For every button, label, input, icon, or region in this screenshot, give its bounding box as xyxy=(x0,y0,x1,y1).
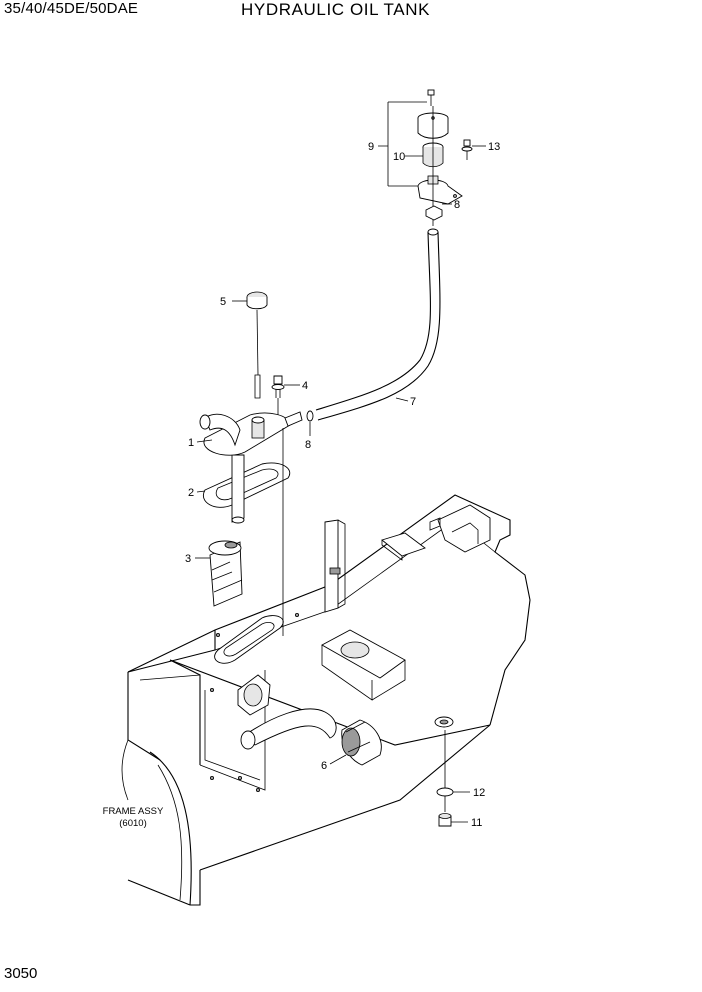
page-title: HYDRAULIC OIL TANK xyxy=(241,0,431,19)
upright-bracket xyxy=(324,519,346,613)
callout-11: 12 xyxy=(473,787,485,799)
part-5-strainer xyxy=(341,719,382,766)
callout-6: 5 xyxy=(220,296,226,308)
callout-13: 13 xyxy=(488,141,500,153)
tank-filler-opening xyxy=(214,615,284,664)
model-code: 35/40/45DE/50DAE xyxy=(4,0,139,17)
part-10-drain-plug xyxy=(438,813,452,827)
part-13-bolt xyxy=(461,139,473,160)
part-6-dipstick xyxy=(246,291,268,399)
part-1-filler-assy xyxy=(199,411,303,524)
callout-5: 6 xyxy=(321,760,327,772)
tank-frame xyxy=(121,494,531,906)
callout-8-lower: 8 xyxy=(305,439,311,451)
page-number: 3050 xyxy=(4,965,38,982)
deck-plate xyxy=(381,532,426,561)
callout-9: 9 xyxy=(368,141,374,153)
leader-lines xyxy=(195,101,486,823)
callout-12: 10 xyxy=(393,151,405,163)
part-3-filter-element xyxy=(208,540,243,607)
assembly-centerlines xyxy=(277,106,446,812)
part-4-bolt xyxy=(271,375,285,398)
part-11-o-ring xyxy=(436,787,454,797)
callout-3: 3 xyxy=(185,553,191,565)
saddle-bracket xyxy=(429,504,491,553)
callout-10: 11 xyxy=(471,817,482,829)
callout-4: 4 xyxy=(302,380,308,392)
side-port-flange xyxy=(237,674,271,716)
frame-assy-ref: (6010) xyxy=(119,818,147,829)
part-9-breather-assy xyxy=(417,89,463,205)
frame-assy-name: FRAME ASSY xyxy=(102,806,164,817)
callout-1: 1 xyxy=(188,437,194,449)
callout-numbers: 9 10 13 8 5 4 7 8 1 2 3 6 12 11 xyxy=(185,141,500,829)
return-filter-box xyxy=(321,629,406,701)
part-8-clamp-lower xyxy=(306,410,314,422)
suction-elbow xyxy=(240,708,337,750)
callout-2: 2 xyxy=(188,487,194,499)
callout-8-upper: 8 xyxy=(454,199,460,211)
frame-assy-label: FRAME ASSY (6010) xyxy=(98,806,168,830)
part-7-hose xyxy=(315,228,441,421)
part-2-gasket xyxy=(203,462,291,508)
drain-port xyxy=(434,716,454,728)
part-8-clamp-upper xyxy=(425,205,443,221)
callout-7: 7 xyxy=(410,396,416,408)
